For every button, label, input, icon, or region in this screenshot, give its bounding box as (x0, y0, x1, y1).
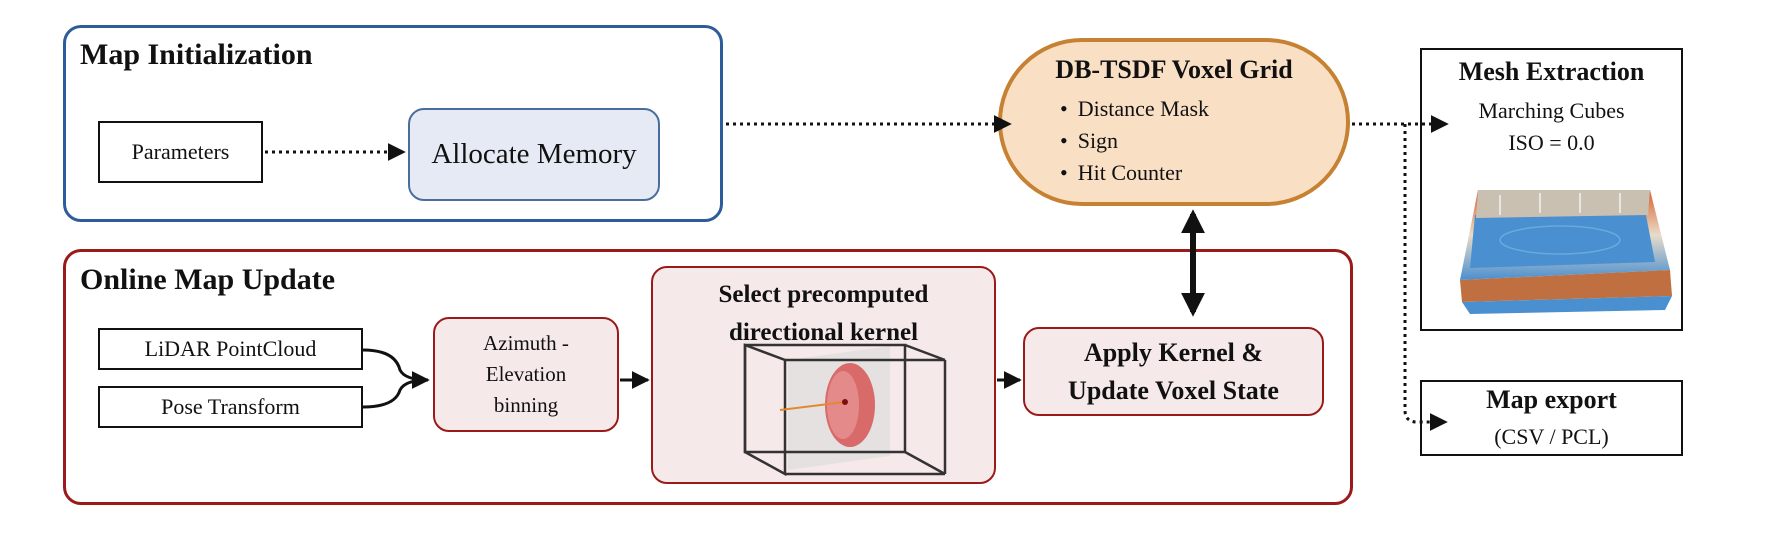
merge-lidar (362, 348, 429, 382)
online-map-update-title: Online Map Update (80, 263, 336, 296)
apply-line-2: Update Voxel State (1068, 375, 1279, 405)
map-export-subtitle: (CSV / PCL) (1494, 424, 1609, 449)
apply-line-1: Apply Kernel & (1083, 337, 1264, 367)
azimuth-elevation-binning-box: Azimuth - Elevation binning (433, 317, 619, 432)
kernel-line-2: directional kernel (728, 319, 919, 346)
merge-pose (362, 371, 430, 409)
voxel-item-sign: Sign (1060, 125, 1209, 157)
kernel-cube-illustration (743, 343, 947, 477)
online-map-update-panel (63, 249, 1353, 505)
mesh-reconstruction-illustration (1460, 190, 1672, 314)
mesh-extraction-title: Mesh Extraction (1458, 57, 1645, 86)
voxel-grid-items: Distance Mask Sign Hit Counter (1060, 93, 1209, 189)
voxel-item-hit-counter: Hit Counter (1060, 157, 1209, 189)
voxel-item-distance-mask: Distance Mask (1060, 93, 1209, 125)
lidar-pointcloud-box: LiDAR PointCloud (98, 328, 363, 370)
mesh-extraction-line-1: Marching Cubes (1478, 98, 1625, 123)
parameters-box: Parameters (98, 121, 263, 183)
mesh-extraction-line-2: ISO = 0.0 (1508, 130, 1595, 155)
arrow-grid-to-export (1403, 124, 1448, 431)
map-initialization-panel (63, 25, 723, 222)
map-export-box (1420, 380, 1683, 456)
binning-line-1: Azimuth - (483, 331, 569, 355)
map-export-title: Map export (1486, 385, 1617, 414)
voxel-grid-title: DB-TSDF Voxel Grid (1055, 55, 1293, 84)
apply-kernel-box: Apply Kernel & Update Voxel State (1023, 327, 1324, 416)
binning-line-3: binning (493, 393, 559, 417)
binning-line-2: Elevation (485, 362, 567, 386)
allocate-memory-box: Allocate Memory (408, 108, 660, 201)
map-initialization-title: Map Initialization (80, 38, 313, 71)
kernel-line-1: Select precomputed (718, 281, 929, 308)
pose-transform-box: Pose Transform (98, 386, 363, 428)
